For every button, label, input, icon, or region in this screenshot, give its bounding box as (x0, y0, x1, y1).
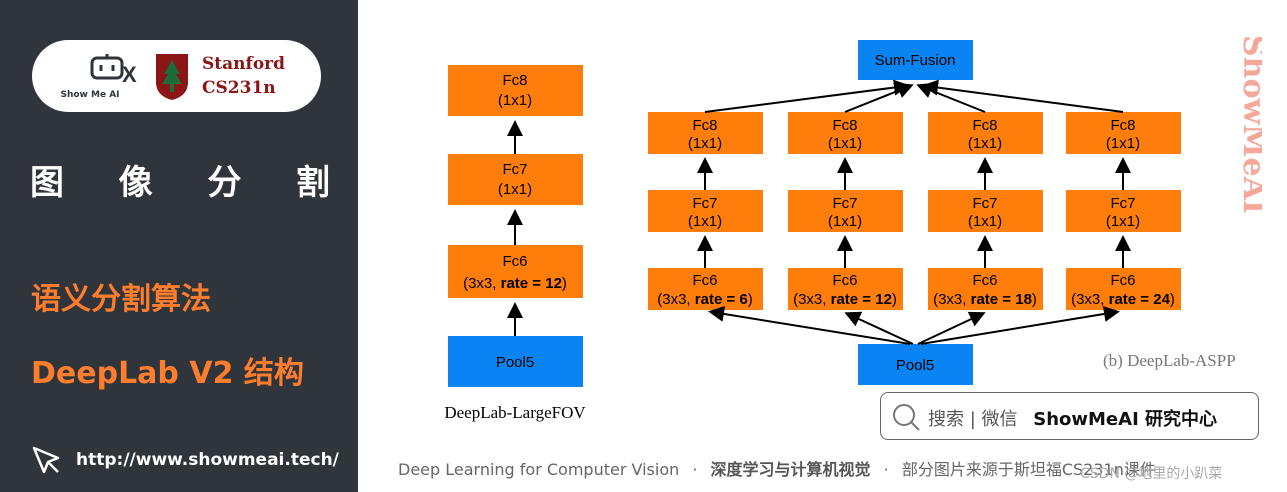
fc8-label: Fc8 (502, 72, 527, 89)
svg-text:Fc7: Fc7 (832, 195, 857, 212)
svg-text:(1x1): (1x1) (828, 135, 862, 152)
aspp-pool5-label: Pool5 (896, 357, 934, 374)
svg-text:Fc7: Fc7 (972, 195, 997, 212)
svg-text:(3x3, rate = 24): (3x3, rate = 24) (1071, 291, 1175, 308)
svg-text:Fc8: Fc8 (832, 117, 857, 134)
wechat-search-bar[interactable]: 搜索 | 微信 ShowMeAI 研究中心 (880, 392, 1259, 440)
search-text: 搜索 | 微信 ShowMeAI 研究中心 (928, 409, 1218, 430)
sum-fusion-box (858, 40, 973, 80)
category-title: 图 像 分 割 (30, 163, 330, 203)
column-arrows (697, 79, 1131, 345)
svg-text:(1x1): (1x1) (1106, 135, 1140, 152)
showmeai-watermark: ShowMeAI (1236, 35, 1262, 214)
svg-text:Fc8: Fc8 (692, 117, 717, 134)
subtopic-title: DeepLab V2 结构 (31, 356, 304, 391)
stanford-label: Stanford CS231n (202, 54, 285, 98)
svg-text:(3x3, rate = 6): (3x3, rate = 6) (657, 291, 752, 308)
fc8-size: (1x1) (498, 92, 532, 109)
svg-text:(1x1): (1x1) (1106, 213, 1140, 230)
fc6-label: Fc6 (502, 253, 527, 270)
svg-text:Fc6: Fc6 (692, 272, 717, 289)
website-link[interactable]: http://www.showmeai.tech/ (76, 450, 339, 470)
search-icon (893, 404, 920, 431)
svg-text:(3x3, rate = 18): (3x3, rate = 18) (933, 291, 1037, 308)
pool5-label: Pool5 (496, 354, 534, 371)
stanford-tree-icon (156, 54, 188, 100)
svg-text:Fc6: Fc6 (972, 272, 997, 289)
fc7-box (448, 154, 583, 205)
pool5-box (448, 336, 583, 387)
fc7-size: (1x1) (498, 181, 532, 198)
svg-text:Fc7: Fc7 (1110, 195, 1135, 212)
svg-text:Fc6: Fc6 (832, 272, 857, 289)
csdn-credit: CSDN @地里的小趴菜 (1080, 466, 1223, 482)
svg-text:Fc6: Fc6 (1110, 272, 1135, 289)
logo-badge: Show Me AI X Stanford CS231n (32, 40, 321, 112)
svg-text:(3x3, rate = 12): (3x3, rate = 12) (793, 291, 897, 308)
fc6-rate: (3x3, rate = 12) (463, 275, 567, 292)
cross-mark: X (122, 62, 137, 87)
sum-fusion-label: Sum-Fusion (875, 52, 956, 69)
fc8-box (448, 65, 583, 116)
svg-text:Fc8: Fc8 (1110, 117, 1135, 134)
svg-text:Fc7: Fc7 (692, 195, 717, 212)
aspp-pool5-box (858, 344, 973, 385)
cursor-icon (32, 446, 60, 474)
logo-text: Show Me AI (60, 90, 120, 100)
course-footer: Deep Learning for Computer Vision · 深度学习… (398, 460, 1156, 479)
topic-title: 语义分割算法 (31, 282, 211, 317)
fc6-box (448, 245, 583, 298)
sidebar-panel: Show Me AI X Stanford CS231n 图 像 分 割 语义分… (0, 0, 358, 492)
largefov-branch: Fc8 (1x1) Fc7 (1x1) Fc6 (3x3, rate = 12)… (444, 65, 586, 422)
svg-text:Fc8: Fc8 (972, 117, 997, 134)
svg-text:(1x1): (1x1) (968, 135, 1002, 152)
svg-text:ShowMeAI: ShowMeAI (1236, 35, 1262, 214)
deeplab-diagram: Fc8 (1x1) Fc7 (1x1) Fc6 (3x3, rate = 12)… (444, 40, 1236, 422)
svg-text:(1x1): (1x1) (968, 213, 1002, 230)
svg-text:(1x1): (1x1) (688, 213, 722, 230)
aspp-caption: (b) DeepLab-ASPP (1103, 351, 1236, 370)
svg-text:(1x1): (1x1) (688, 135, 722, 152)
robot-logo-icon (90, 54, 124, 80)
aspp-branch: Sum-Fusion Pool5 Fc8 (1x1) Fc7 (1x1) Fc6… (648, 40, 1236, 385)
largefov-caption: DeepLab-LargeFOV (444, 403, 586, 422)
svg-text:(1x1): (1x1) (828, 213, 862, 230)
fc7-label: Fc7 (502, 161, 527, 178)
